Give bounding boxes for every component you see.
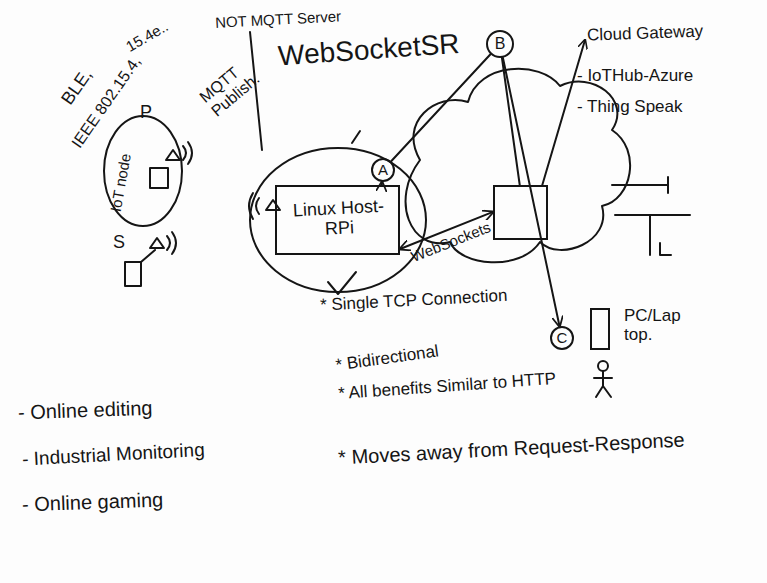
device-wire bbox=[141, 250, 155, 262]
feature-bullet: * All benefits Similar to HTTP bbox=[338, 368, 571, 404]
antenna-symbol bbox=[266, 200, 280, 210]
node-text: - Thing Speak bbox=[577, 98, 727, 117]
host-enclosure bbox=[250, 148, 426, 292]
feature-bullet: * Bidirectional bbox=[334, 336, 475, 375]
user-figure bbox=[598, 361, 608, 371]
radio-wave bbox=[249, 193, 253, 219]
topic-heading: WebSocketSR bbox=[277, 28, 464, 73]
connector-line bbox=[503, 58, 560, 327]
radio-wave bbox=[188, 142, 192, 164]
node-text: C bbox=[557, 330, 568, 347]
check-mark bbox=[328, 272, 356, 294]
publish-note: MQTT Publish. bbox=[196, 48, 273, 121]
gateway-box: Cloud Gateway- IoTHub-Azure- Thing Speak bbox=[493, 185, 548, 240]
tee-symbol bbox=[615, 214, 690, 216]
connector-line bbox=[391, 54, 490, 161]
node-outline bbox=[104, 116, 182, 226]
node-outline bbox=[551, 327, 573, 349]
user-figure bbox=[594, 371, 612, 397]
tee-symbol bbox=[660, 243, 671, 255]
callout-circle: B bbox=[486, 30, 514, 58]
radio-wave bbox=[183, 146, 186, 160]
node-text: Linux Host-RPi bbox=[288, 196, 390, 241]
client-device: PC/Lap top. bbox=[590, 308, 610, 350]
feature-bullet: * Moves away from Request-Response bbox=[338, 426, 739, 470]
node-text: - IoTHub-Azure bbox=[577, 67, 737, 86]
radio-wave bbox=[256, 198, 259, 214]
radio-wave bbox=[167, 236, 170, 250]
node-outline bbox=[372, 159, 394, 181]
use-case: - Online editing bbox=[18, 395, 209, 425]
node-text: Cloud Gateway bbox=[587, 21, 738, 45]
node-text: PC/Lap top. bbox=[624, 307, 694, 344]
connector-line bbox=[502, 58, 520, 185]
callout-circle: C bbox=[550, 326, 574, 350]
use-case: - Industrial Monitoring bbox=[22, 435, 273, 470]
callout-circle: A bbox=[371, 158, 395, 182]
bar-symbol bbox=[612, 184, 668, 186]
radio-wave bbox=[172, 232, 176, 254]
node-text: IoT node bbox=[108, 141, 136, 213]
device-box bbox=[125, 262, 141, 286]
feature-bullet: * Single TCP Connection bbox=[320, 284, 536, 315]
host-box: Linux Host-RPi bbox=[275, 185, 400, 255]
iot-node-circle: IoT node bbox=[103, 115, 183, 227]
node-outline bbox=[487, 31, 513, 57]
bar-symbol bbox=[667, 177, 669, 193]
protocol-note: 15.4e.. bbox=[123, 10, 184, 55]
server-note: NOT MQTT Server bbox=[215, 6, 366, 31]
antenna-symbol bbox=[150, 238, 164, 248]
tick-mark bbox=[352, 131, 360, 143]
subscriber-mark: S bbox=[113, 232, 133, 253]
tee-symbol bbox=[649, 215, 651, 255]
antenna-symbol bbox=[166, 150, 180, 160]
node-text: B bbox=[495, 35, 506, 53]
node-text: A bbox=[378, 162, 388, 179]
device-box bbox=[150, 168, 168, 188]
use-case: - Online gaming bbox=[22, 487, 213, 517]
connector-line bbox=[381, 182, 383, 185]
